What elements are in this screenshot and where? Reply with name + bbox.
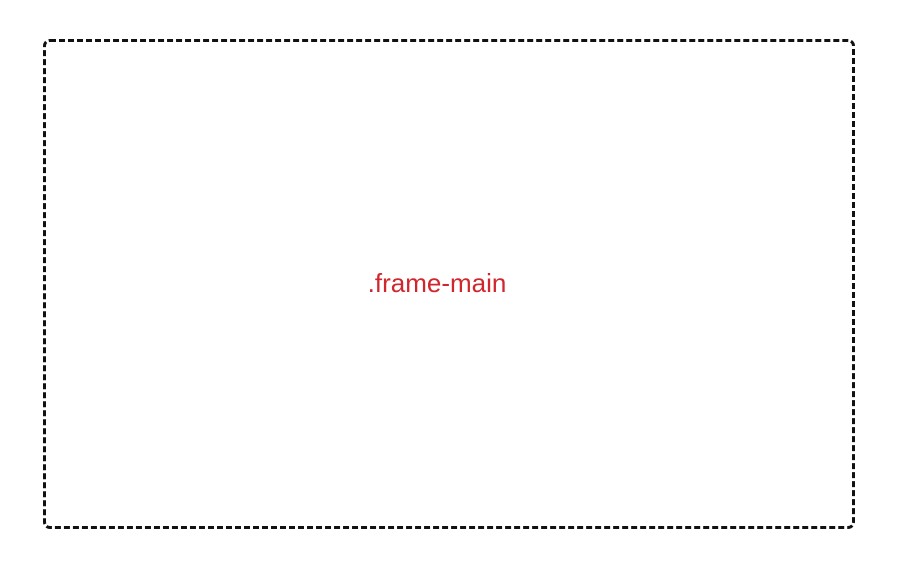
frame-label: .frame-main [367, 268, 507, 298]
frame-main-box: .frame-main [43, 39, 855, 529]
